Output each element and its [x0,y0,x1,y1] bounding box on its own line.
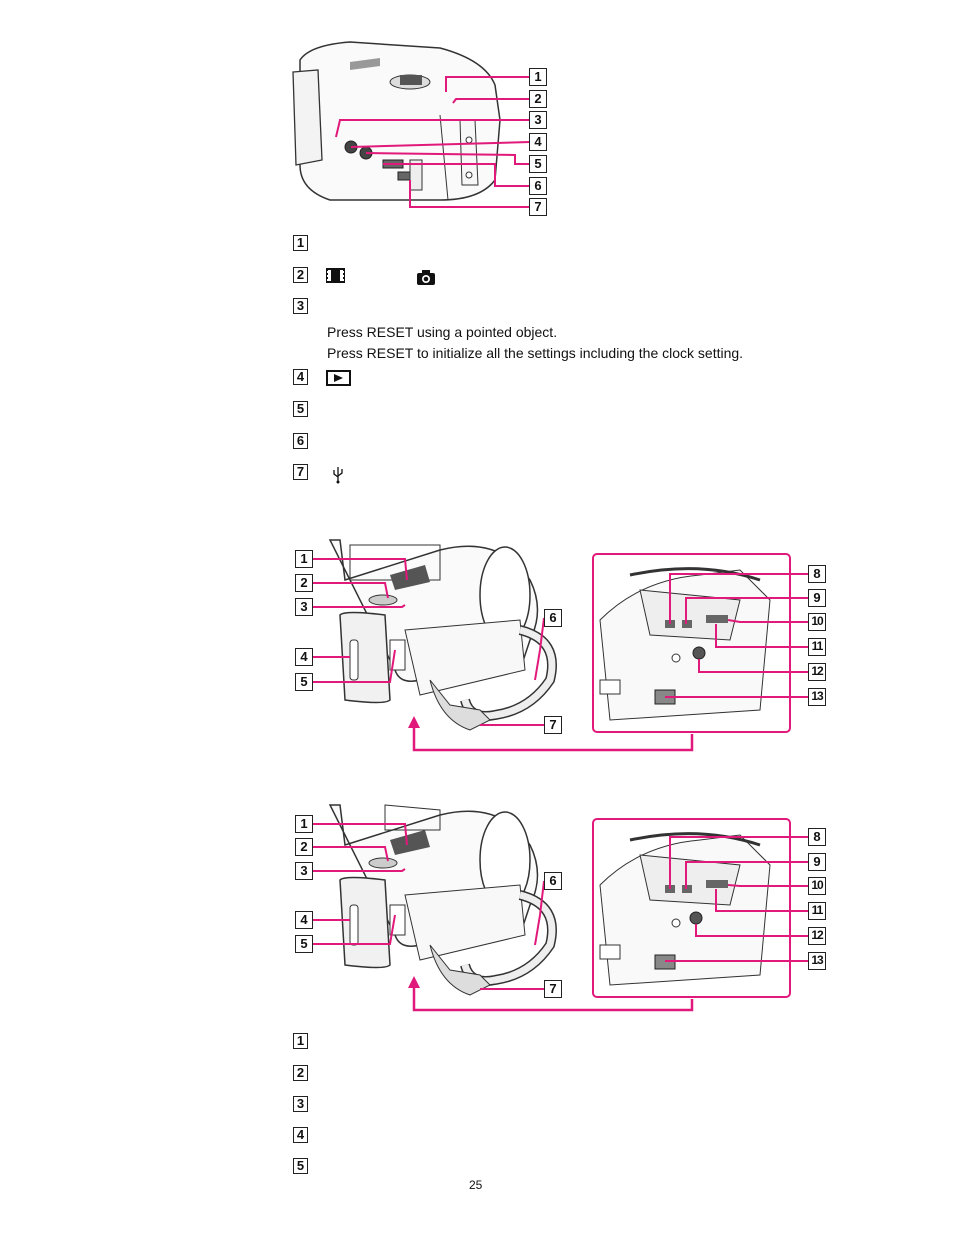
camera-grip-illustration-a [313,539,808,752]
callout-3: 3 [295,598,313,616]
callout-6: 6 [529,177,547,195]
callout-4: 4 [295,911,313,929]
callout-13: 13 [808,688,826,706]
callout-11: 11 [808,902,826,920]
film-icon [326,268,345,283]
list-item-number: 1 [293,235,308,251]
callout-10: 10 [808,877,826,895]
list-item-number: 5 [293,1158,308,1174]
callout-1: 1 [295,550,313,568]
list-item-number: 2 [293,1065,308,1081]
callout-9: 9 [808,589,826,607]
usb-icon [333,467,343,484]
callout-4: 4 [529,133,547,151]
callout-2: 2 [295,838,313,856]
callout-5: 5 [295,935,313,953]
page-number: 25 [469,1178,483,1192]
list-item-number: 3 [293,1096,308,1112]
callout-2: 2 [295,574,313,592]
list-item-number: 5 [293,401,308,417]
camera-icon [417,270,435,285]
callout-8: 8 [808,828,826,846]
list-item-number: 4 [293,369,308,385]
list-item-number: 2 [293,267,308,283]
callout-3: 3 [529,111,547,129]
reset-note-1: Press RESET using a pointed object. [327,324,558,340]
callout-3: 3 [295,862,313,880]
callout-12: 12 [808,927,826,945]
callout-10: 10 [808,613,826,631]
callout-5: 5 [295,673,313,691]
callout-13: 13 [808,952,826,970]
callout-4: 4 [295,648,313,666]
callout-6: 6 [544,609,562,627]
callout-9: 9 [808,853,826,871]
callout-2: 2 [529,90,547,108]
callout-5: 5 [529,155,547,173]
list-item-number: 3 [293,298,308,314]
callout-12: 12 [808,663,826,681]
list-item-number: 1 [293,1033,308,1049]
list-item-number: 6 [293,433,308,449]
callout-1: 1 [295,815,313,833]
callout-8: 8 [808,565,826,583]
list-item-number: 4 [293,1127,308,1143]
camera-grip-illustration-b [313,804,808,1012]
reset-note-2: Press RESET to initialize all the settin… [327,345,744,361]
play-icon [326,370,351,386]
callout-6: 6 [544,872,562,890]
camera-side-illustration [292,41,531,208]
callout-1: 1 [529,68,547,86]
callout-7: 7 [544,716,562,734]
callout-7: 7 [529,198,547,216]
callout-11: 11 [808,638,826,656]
callout-7: 7 [544,980,562,998]
list-item-number: 7 [293,464,308,480]
